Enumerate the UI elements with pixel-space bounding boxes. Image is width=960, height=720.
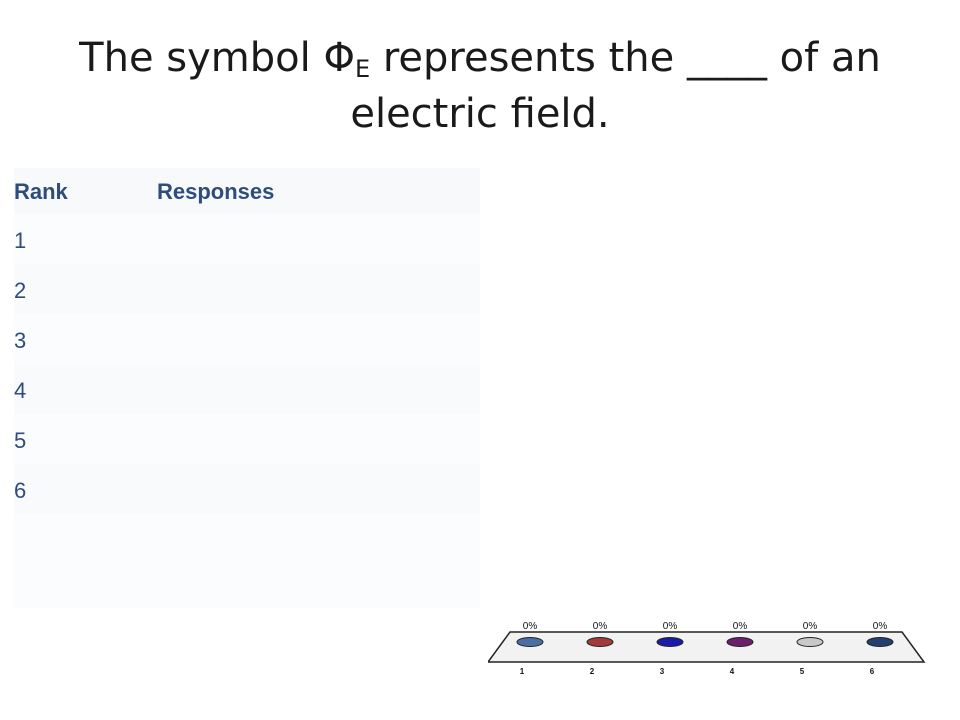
chart-category-label: 6 <box>870 667 875 676</box>
title-subscript: E <box>354 55 371 83</box>
title-suffix: represents the ____ of an electric field… <box>350 35 881 137</box>
chart-category-label: 3 <box>660 667 665 676</box>
chart-value-label: 0% <box>523 621 538 632</box>
slide-title: The symbol ΦE represents the ____ of an … <box>40 30 920 142</box>
table-row: 3 <box>14 314 480 364</box>
chart-bar <box>866 637 894 647</box>
chart-bar <box>726 637 754 647</box>
rank-number: 4 <box>14 378 27 403</box>
chart-value-label: 0% <box>873 621 888 632</box>
chart-value-label: 0% <box>803 621 818 632</box>
chart-category-label: 4 <box>730 667 735 676</box>
responses-column-header: Responses <box>157 179 275 204</box>
table-row: 4 <box>14 364 480 414</box>
chart-bar <box>516 637 544 647</box>
rank-number: 1 <box>14 228 27 253</box>
chart-bar <box>586 637 614 647</box>
title-prefix: The symbol Φ <box>79 35 355 81</box>
chart-bar <box>656 637 684 647</box>
rank-number: 6 <box>14 478 27 503</box>
rank-number: 2 <box>14 278 27 303</box>
chart-floor <box>488 631 926 663</box>
chart-value-label: 0% <box>733 621 748 632</box>
table-row: 2 <box>14 264 480 314</box>
chart-category-label: 5 <box>800 667 805 676</box>
rank-number: 5 <box>14 428 27 453</box>
chart-value-label: 0% <box>593 621 608 632</box>
ranking-table-header: Rank Responses <box>14 168 480 214</box>
table-row: 1 <box>14 214 480 264</box>
chart-value-label: 0% <box>663 621 678 632</box>
chart-bar <box>796 637 824 647</box>
chart-marks: 0% 1 0% 2 0% 3 0% 4 0% 5 0% 6 <box>516 621 894 676</box>
chart-category-label: 2 <box>590 667 595 676</box>
table-row: 5 <box>14 414 480 464</box>
rank-column-header: Rank <box>14 179 68 204</box>
response-chart: 0% 1 0% 2 0% 3 0% 4 0% 5 0% 6 <box>488 621 926 676</box>
rank-number: 3 <box>14 328 27 353</box>
chart-category-label: 1 <box>520 667 525 676</box>
table-row: 6 <box>14 464 480 514</box>
ranking-table: Rank Responses 1 2 3 4 5 6 <box>14 168 480 608</box>
